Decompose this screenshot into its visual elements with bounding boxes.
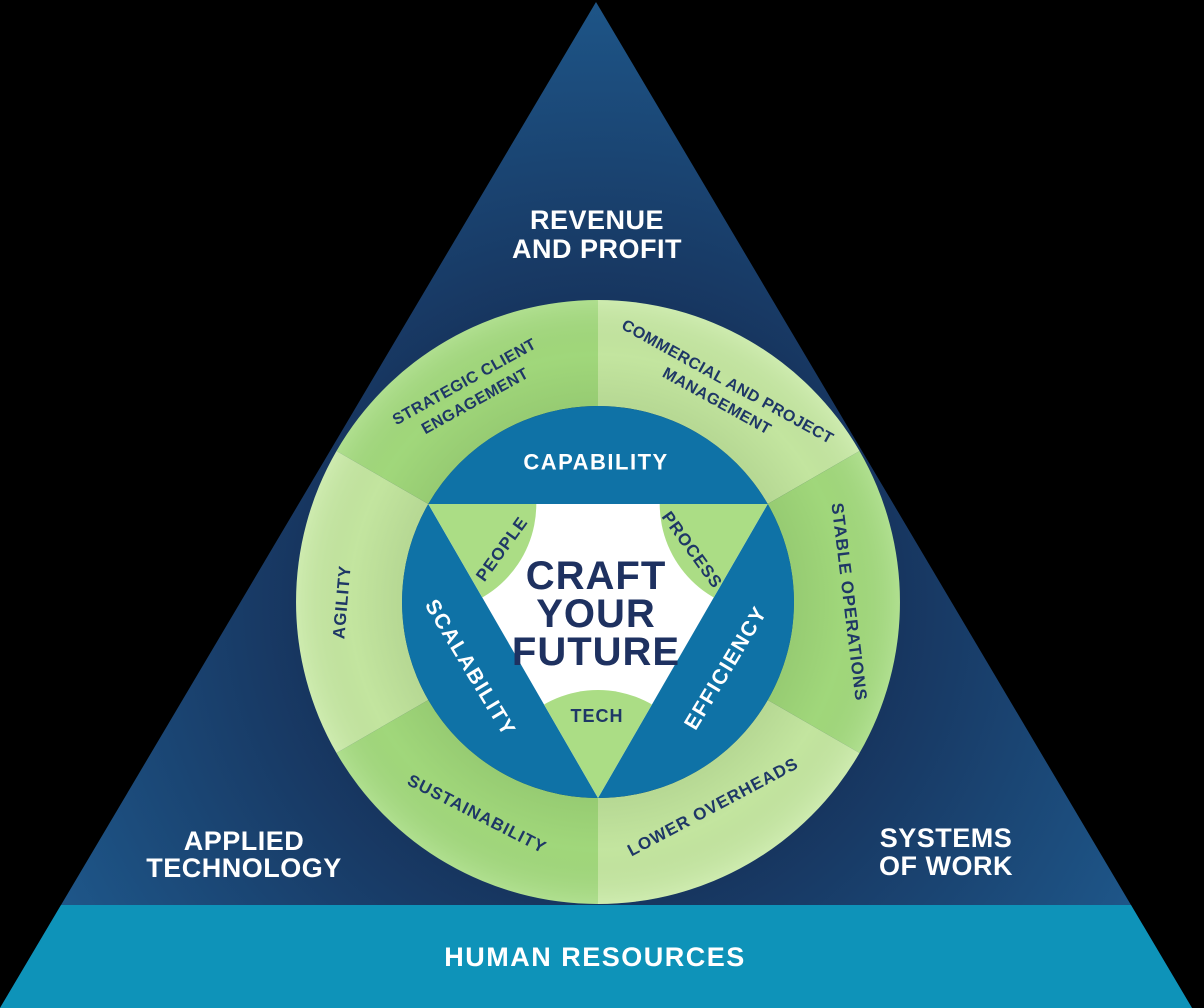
center-title-line1: CRAFT [526,554,667,598]
systems-line1: SYSTEMS [880,823,1013,853]
systems-of-work-label: SYSTEMS OF WORK [879,823,1013,881]
revenue-profit-label: REVENUE AND PROFIT [512,205,682,264]
center-title-line3: FUTURE [512,630,680,674]
core-triangle [428,504,768,798]
systems-line2: OF WORK [879,851,1013,881]
corner-bite-people [428,504,537,612]
corner-bite-process [659,504,768,612]
human-resources-label: HUMAN RESOURCES [444,942,746,972]
capability-label: CAPABILITY [523,450,668,475]
base-band [0,905,1192,1008]
applied-line1: APPLIED [184,826,305,856]
tech-label: TECH [571,706,624,726]
center-title-line2: YOUR [536,592,656,636]
applied-line2: TECHNOLOGY [146,853,342,883]
applied-technology-label: APPLIED TECHNOLOGY [146,826,342,883]
center-title: CRAFT YOUR FUTURE [512,554,680,674]
revenue-line1: REVENUE [530,205,664,235]
revenue-line2: AND PROFIT [512,234,682,264]
